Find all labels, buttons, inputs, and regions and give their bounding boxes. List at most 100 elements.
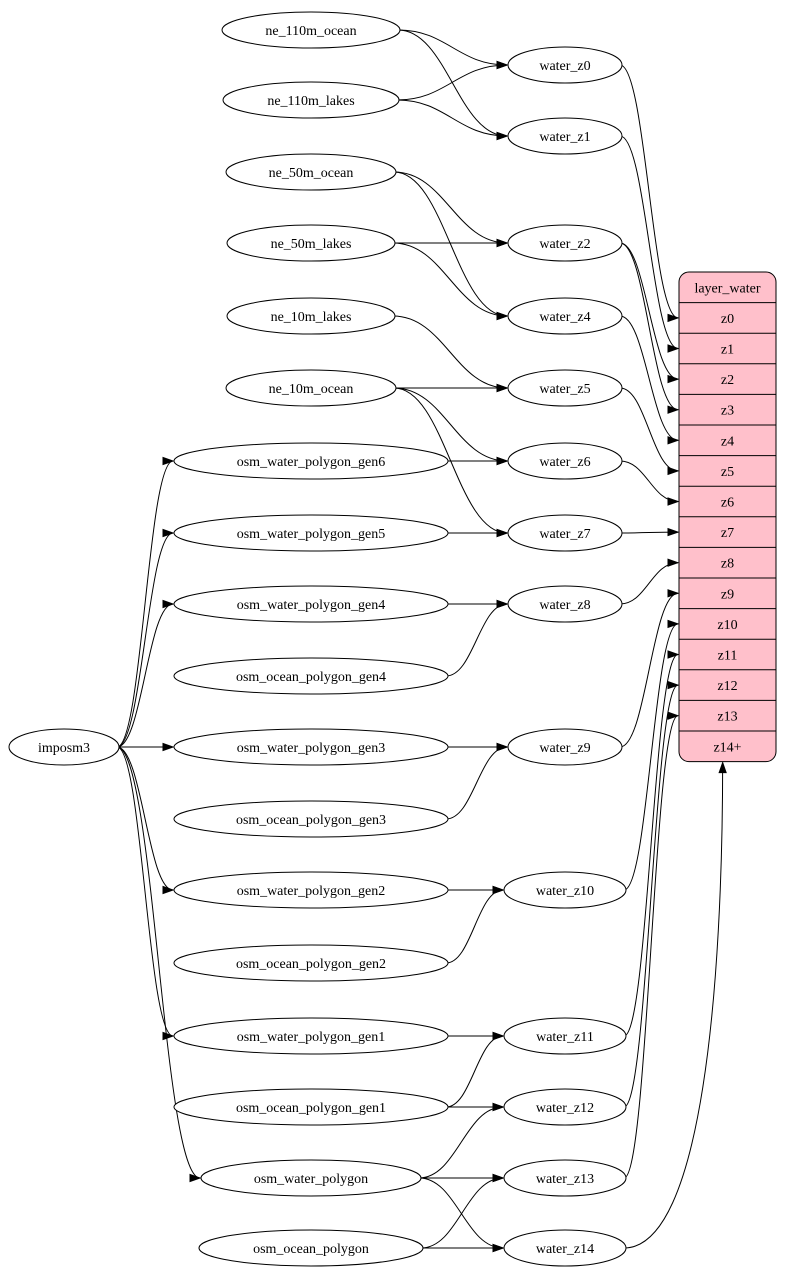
arrowhead-water_z12 (492, 1102, 505, 1112)
edge-water_z11-to-layer_water-z11 (623, 654, 679, 1037)
arrowhead-osm_water_polygon_gen6 (162, 456, 175, 466)
arrowhead-water_z10 (492, 885, 505, 895)
node-ellipse-ne_10m_lakes (226, 297, 396, 335)
node-label-ne_10m_lakes: ne_10m_lakes (271, 310, 352, 325)
node-ellipse-osm_ocean_polygon_gen4 (173, 657, 449, 695)
node-ellipse-ne_10m_ocean (225, 369, 397, 407)
table-row-label-z5: z5 (721, 465, 734, 480)
arrowhead-water_z0 (496, 60, 509, 70)
arrowhead-layer_water-z2 (667, 374, 680, 384)
arrowhead-layer_water-z5 (667, 466, 680, 476)
arrowhead-osm_water_polygon_gen3 (162, 742, 175, 752)
node-label-osm_water_polygon_gen5: osm_water_polygon_gen5 (237, 527, 386, 542)
node-osm_water_polygon: osm_water_polygon (200, 1159, 422, 1197)
edge-water_z4-to-layer_water-z4 (619, 315, 679, 441)
nodes-layer: ne_110m_oceanne_110m_lakesne_50m_oceanne… (8, 11, 777, 1267)
node-ne_10m_ocean: ne_10m_ocean (225, 369, 397, 407)
table-row-label-z13: z13 (717, 710, 737, 725)
node-label-ne_50m_lakes: ne_50m_lakes (271, 237, 352, 252)
arrowhead-osm_water_polygon_gen2 (162, 885, 175, 895)
arrowhead-water_z1 (496, 131, 509, 141)
node-osm_water_polygon_gen2: osm_water_polygon_gen2 (173, 871, 449, 909)
arrowhead-water_z11 (492, 1031, 505, 1041)
node-ne_50m_lakes: ne_50m_lakes (226, 224, 396, 262)
node-label-osm_water_polygon_gen3: osm_water_polygon_gen3 (237, 741, 386, 756)
table-row-label-z10: z10 (717, 618, 737, 633)
node-water_z13: water_z13 (503, 1159, 627, 1197)
arrowhead-layer_water-z3 (667, 405, 680, 414)
node-label-water_z8: water_z8 (539, 598, 590, 613)
node-label-osm_water_polygon_gen1: osm_water_polygon_gen1 (237, 1030, 386, 1045)
node-osm_water_polygon_gen3: osm_water_polygon_gen3 (173, 728, 449, 766)
table-row-label-z14+: z14+ (713, 740, 741, 755)
node-ellipse-ne_110m_ocean (221, 11, 401, 49)
node-label-osm_ocean_polygon: osm_ocean_polygon (253, 1242, 369, 1257)
node-osm_water_polygon_gen1: osm_water_polygon_gen1 (173, 1017, 449, 1055)
node-ne_50m_ocean: ne_50m_ocean (225, 153, 397, 191)
arrowhead-layer_water-z13 (667, 711, 680, 720)
node-label-ne_10m_ocean: ne_10m_ocean (269, 382, 354, 397)
edge-imposm3-to-osm_water_polygon_gen1 (116, 746, 174, 1037)
node-label-osm_ocean_polygon_gen1: osm_ocean_polygon_gen1 (236, 1101, 386, 1116)
table-row-label-z1: z1 (721, 343, 734, 358)
edge-water_z10-to-layer_water-z10 (623, 623, 679, 891)
node-ellipse-ne_50m_ocean (225, 153, 397, 191)
edge-water_z13-to-layer_water-z13 (623, 715, 679, 1179)
arrowhead-layer_water-z7 (667, 527, 680, 537)
arrowhead-osm_water_polygon_gen5 (162, 528, 175, 538)
node-label-water_z10: water_z10 (536, 884, 594, 899)
node-water_z11: water_z11 (503, 1017, 627, 1055)
node-label-water_z7: water_z7 (539, 527, 590, 542)
edge-imposm3-to-osm_water_polygon_gen4 (116, 603, 174, 748)
node-label-water_z5: water_z5 (539, 382, 590, 397)
edge-ne_110m_lakes-to-water_z1 (396, 99, 508, 137)
arrowhead-water_z14 (492, 1243, 505, 1253)
node-ellipse-osm_ocean_polygon (198, 1229, 424, 1267)
edge-water_z14-to-layer_water-z14+ (623, 762, 724, 1249)
table-row-label-z0: z0 (721, 312, 734, 327)
table-row-label-z3: z3 (721, 404, 734, 419)
edge-ne_50m_lakes-to-water_z4 (392, 242, 508, 317)
node-ne_110m_lakes: ne_110m_lakes (222, 81, 400, 119)
node-osm_ocean_polygon_gen1: osm_ocean_polygon_gen1 (173, 1088, 449, 1126)
node-ellipse-ne_50m_lakes (226, 224, 396, 262)
node-label-imposm3: imposm3 (38, 741, 90, 756)
node-osm_ocean_polygon_gen3: osm_ocean_polygon_gen3 (173, 800, 449, 838)
arrowhead-layer_water-z14+ (718, 761, 727, 774)
edge-imposm3-to-osm_water_polygon_gen2 (116, 746, 174, 891)
node-ne_10m_lakes: ne_10m_lakes (226, 297, 396, 335)
table-row-label-z9: z9 (721, 587, 734, 602)
arrowhead-water_z8 (496, 599, 509, 609)
table-row-label-z4: z4 (721, 434, 734, 449)
node-water_z12: water_z12 (503, 1088, 627, 1126)
arrowhead-layer_water-z4 (667, 436, 680, 445)
node-label-water_z2: water_z2 (539, 237, 590, 252)
arrowhead-water_z7 (496, 528, 509, 538)
table-row-label-z2: z2 (721, 373, 734, 388)
node-label-osm_water_polygon_gen2: osm_water_polygon_gen2 (237, 884, 386, 899)
arrowhead-water_z4 (496, 311, 509, 321)
node-water_z8: water_z8 (507, 585, 623, 623)
arrowhead-osm_water_polygon (189, 1173, 202, 1183)
edge-osm_ocean_polygon-to-water_z13 (420, 1177, 504, 1249)
node-water_z14: water_z14 (503, 1229, 627, 1267)
table-row-label-z12: z12 (717, 679, 737, 694)
node-osm_water_polygon_gen4: osm_water_polygon_gen4 (173, 585, 449, 623)
table-row-label-z6: z6 (721, 496, 734, 511)
node-label-water_z11: water_z11 (536, 1030, 594, 1045)
node-ellipse-osm_ocean_polygon_gen3 (173, 800, 449, 838)
arrowhead-layer_water-z1 (667, 344, 680, 353)
node-label-water_z14: water_z14 (536, 1242, 594, 1257)
node-water_z2: water_z2 (507, 224, 623, 262)
table-node-layer_water: layer_waterz0z1z2z3z4z5z6z7z8z9z10z11z12… (678, 271, 777, 763)
arrowhead-layer_water-z10 (667, 619, 680, 629)
arrowhead-layer_water-z8 (667, 558, 680, 567)
edge-osm_water_polygon-to-water_z14 (418, 1177, 504, 1249)
table-row-label-z11: z11 (718, 649, 738, 664)
arrowhead-layer_water-z11 (667, 650, 680, 659)
node-ellipse-imposm3 (8, 728, 120, 766)
node-label-osm_ocean_polygon_gen2: osm_ocean_polygon_gen2 (236, 957, 386, 972)
arrowhead-layer_water-z0 (667, 313, 680, 323)
